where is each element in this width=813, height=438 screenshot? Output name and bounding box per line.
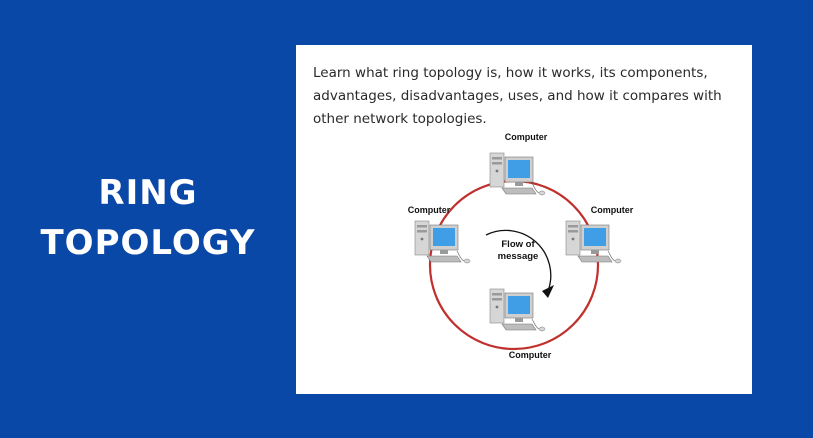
ring-topology-diagram: Computer Computer Computer Computer Flow… [408, 132, 634, 360]
node-label-right: Computer [591, 205, 634, 215]
computer-bottom-icon [489, 288, 546, 332]
intro-text: Learn what ring topology is, how it work… [313, 65, 722, 127]
title-line-2: TOPOLOGY [40, 223, 256, 263]
computer-left-icon [414, 220, 471, 264]
flow-label-line-2: message [498, 251, 539, 262]
content-card: Learn what ring topology is, how it work… [296, 45, 752, 394]
page-title: RING TOPOLOGY [0, 168, 296, 268]
flow-arrowhead [542, 285, 554, 298]
computer-right-icon [565, 220, 622, 264]
flow-label-line-1: Flow of [501, 239, 535, 250]
title-line-1: RING [98, 173, 198, 213]
flow-arrow [485, 229, 552, 292]
computer-top-icon [489, 152, 546, 196]
node-label-bottom: Computer [509, 350, 552, 360]
node-label-top: Computer [505, 132, 548, 142]
node-label-left: Computer [408, 205, 451, 215]
